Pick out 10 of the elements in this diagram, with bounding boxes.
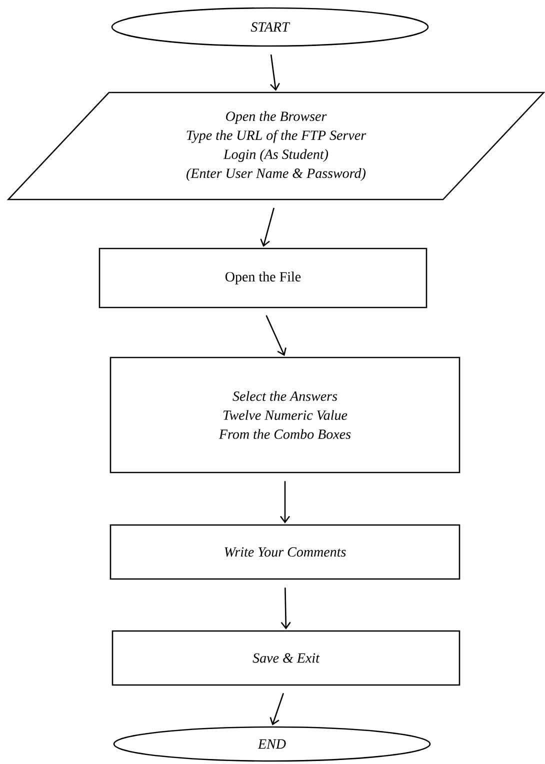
process-box: Select the Answers Twelve Numeric Value From the Combo Boxes (110, 356, 460, 474)
process-box: Write Your Comments (110, 524, 460, 580)
arrow (270, 693, 284, 726)
arrow (280, 588, 291, 630)
arrow (270, 54, 280, 91)
arrow (260, 208, 275, 247)
arrow (266, 315, 286, 356)
process-box: Open the File (98, 248, 428, 308)
arrow (280, 481, 290, 524)
process-box: Save & Exit (112, 630, 460, 686)
